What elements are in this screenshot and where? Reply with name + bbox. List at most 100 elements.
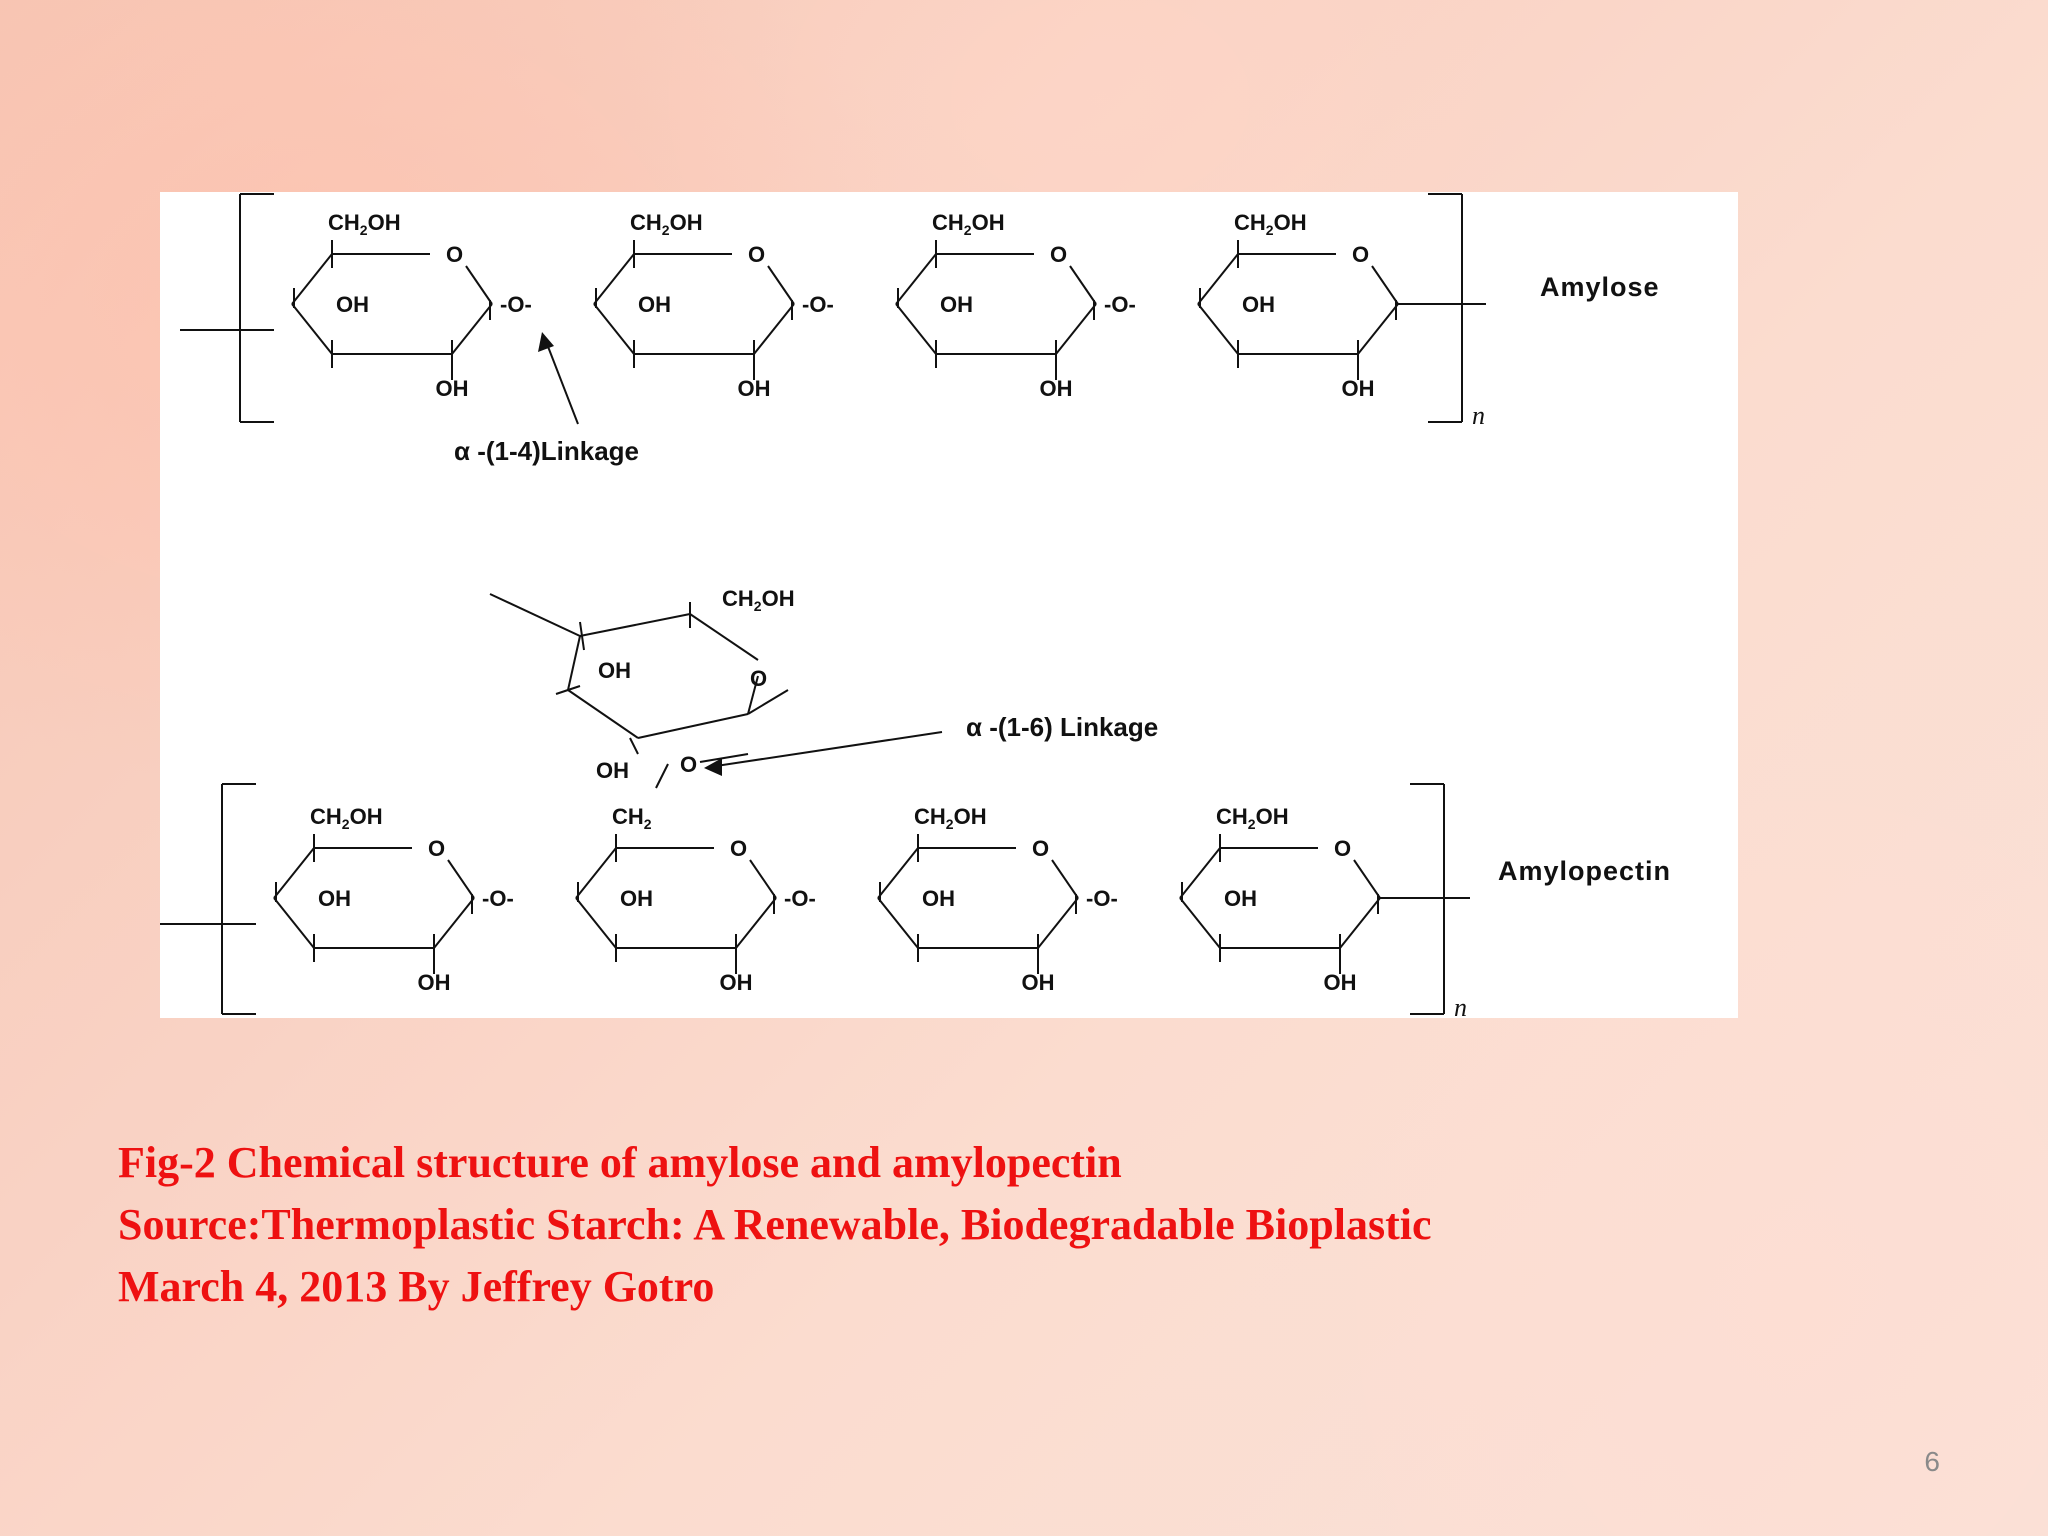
- amylose-ring-4-bond: [1197, 303, 1239, 355]
- amylose-ring-2-bond: [753, 303, 795, 355]
- branch-linkage-bond: [655, 763, 669, 789]
- amylopectin-ring-2-bond: [735, 897, 777, 949]
- amylose-ring-2-bond: [593, 303, 635, 355]
- amylose-ring-2-ring-oxygen: O: [748, 242, 765, 267]
- slide-number: 6: [1924, 1446, 1940, 1477]
- amylose-ring-1-bond: [291, 303, 333, 355]
- branch-ring-tick: [579, 621, 585, 651]
- amylopectin-ring-2-oh-label: OH: [720, 970, 753, 995]
- amylopectin-ring-3-ch2oh-label: CH2OH: [914, 804, 987, 832]
- amylose-ring-1-ring-oxygen: O: [446, 242, 463, 267]
- branch-ring-bond: [747, 675, 759, 715]
- amylose-ring-3-bond: [1069, 265, 1097, 305]
- amylopectin-repeat-subscript: n: [1454, 993, 1467, 1018]
- amylopectin-ring-2-ch2oh-label: CH2: [612, 804, 652, 832]
- amylopectin-ring-1-ring-oxygen: O: [428, 836, 445, 861]
- amylose-ring-2-bond: [593, 253, 635, 305]
- amylopectin-ring-4-ring-oxygen: O: [1334, 836, 1351, 861]
- linkage-1-4-arrow: [546, 343, 579, 425]
- amylose-ring-1-bond: [451, 303, 493, 355]
- amylose-ring-3-oh-label: OH: [1040, 376, 1073, 401]
- amylose-ring-4-oh-label: OH: [1342, 376, 1375, 401]
- amylopectin-ring-3-oh-label: OH: [1022, 970, 1055, 995]
- branch-ring-bond: [637, 713, 749, 739]
- amylopectin-ring-1-bond: [273, 897, 315, 949]
- amylopectin-ring-3-bond: [877, 897, 919, 949]
- amylopectin-ring-4-bond: [1179, 847, 1221, 899]
- amylopectin-glycosidic-oxygen: -O-: [784, 886, 816, 911]
- amylose-ring-1-ch2oh-label: CH2OH: [328, 210, 401, 238]
- figure-caption: Fig-2 Chemical structure of amylose and …: [118, 1132, 1918, 1318]
- amylopectin-ring-4-oh-label: OH: [1324, 970, 1357, 995]
- branch-linkage-bond: [699, 753, 749, 763]
- amylopectin-ring-1-bond: [273, 847, 315, 899]
- amylose-ring-3-bond: [1055, 303, 1097, 355]
- amylose-glycosidic-oxygen: -O-: [1104, 292, 1136, 317]
- amylopectin-label: Amylopectin: [1498, 856, 1671, 886]
- amylopectin-ring-2-ring-oxygen: O: [730, 836, 747, 861]
- branch-ring-oxygen: O: [750, 666, 767, 691]
- amylopectin-ring-2-bond: [575, 847, 617, 899]
- amylopectin-ring-3-bond: [877, 847, 919, 899]
- caption-line-date-author: March 4, 2013 By Jeffrey Gotro: [118, 1262, 715, 1311]
- amylopectin-ring-2-oh-label: OH: [620, 886, 653, 911]
- amylopectin-ring-3-ring-oxygen: O: [1032, 836, 1049, 861]
- branch-ring-tick: [629, 737, 639, 755]
- amylose-ring-3-oh-label: OH: [940, 292, 973, 317]
- amylose-ring-2-bond: [767, 265, 795, 305]
- amylopectin-ring-4-bond: [1339, 897, 1381, 949]
- linkage-1-6-arrow: [715, 731, 943, 767]
- amylopectin-ring-3-oh-label: OH: [922, 886, 955, 911]
- linkage-1-6-label: α -(1-6) Linkage: [966, 712, 1158, 742]
- amylopectin-ring-1-ch2oh-label: CH2OH: [310, 804, 383, 832]
- amylose-ring-4-bond: [1197, 253, 1239, 305]
- branch-ring-bond: [489, 593, 581, 637]
- amylose-ring-4-bond: [1371, 265, 1399, 305]
- amylopectin-ring-2-bond: [749, 859, 777, 899]
- amylose-ring-1-bond: [291, 253, 333, 305]
- branch-ring-bond: [567, 689, 639, 739]
- amylopectin-glycosidic-oxygen: -O-: [482, 886, 514, 911]
- branch-ring-tick: [555, 685, 581, 695]
- amylose-ring-3-ring-oxygen: O: [1050, 242, 1067, 267]
- amylose-ring-4-oh-label: OH: [1242, 292, 1275, 317]
- amylopectin-glycosidic-oxygen: -O-: [1086, 886, 1118, 911]
- branch-ring-bond: [567, 635, 581, 691]
- caption-line-title: Fig-2 Chemical structure of amylose and …: [118, 1138, 1122, 1187]
- amylose-ring-3-bond: [895, 253, 937, 305]
- amylose-glycosidic-oxygen: -O-: [802, 292, 834, 317]
- amylopectin-ring-3-bond: [1051, 859, 1079, 899]
- branch-ring-bond: [747, 689, 789, 715]
- amylose-repeat-subscript: n: [1472, 401, 1485, 430]
- amylose-ring-1-oh-label: OH: [336, 292, 369, 317]
- branch-linkage-oxygen: O: [680, 752, 697, 777]
- caption-line-source: Source:Thermoplastic Starch: A Renewable…: [118, 1200, 1432, 1249]
- amylopectin-ring-4-ch2oh-label: CH2OH: [1216, 804, 1289, 832]
- branch-ring-oh-label: OH: [598, 658, 631, 683]
- amylopectin-ring-1-oh-label: OH: [418, 970, 451, 995]
- amylose-ring-2-oh-label: OH: [738, 376, 771, 401]
- branch-ring-ch2oh-label: CH2OH: [722, 586, 795, 614]
- amylose-ring-4-ring-oxygen: O: [1352, 242, 1369, 267]
- branch-ring-bond: [579, 613, 691, 637]
- amylose-ring-3-ch2oh-label: CH2OH: [932, 210, 1005, 238]
- amylose-ring-1-oh-label: OH: [436, 376, 469, 401]
- amylose-label: Amylose: [1540, 272, 1660, 302]
- linkage-1-6-arrowhead: [704, 758, 722, 776]
- amylose-glycosidic-oxygen: -O-: [500, 292, 532, 317]
- amylopectin-ring-4-bond: [1179, 897, 1221, 949]
- structure-diagram: nOCH2OHOHOH-O-OCH2OHOHOH-O-OCH2OHOHOH-O-…: [160, 193, 1671, 1018]
- amylose-ring-4-bond: [1357, 303, 1399, 355]
- amylopectin-ring-2-bond: [575, 897, 617, 949]
- linkage-1-4-arrowhead: [538, 332, 554, 352]
- linkage-1-4-label: α -(1-4)Linkage: [454, 436, 639, 466]
- amylose-ring-2-ch2oh-label: CH2OH: [630, 210, 703, 238]
- amylose-ring-3-bond: [895, 303, 937, 355]
- amylopectin-ring-1-oh-label: OH: [318, 886, 351, 911]
- amylopectin-ring-4-oh-label: OH: [1224, 886, 1257, 911]
- amylopectin-ring-3-bond: [1037, 897, 1079, 949]
- amylose-ring-2-oh-label: OH: [638, 292, 671, 317]
- amylose-ring-4-ch2oh-label: CH2OH: [1234, 210, 1307, 238]
